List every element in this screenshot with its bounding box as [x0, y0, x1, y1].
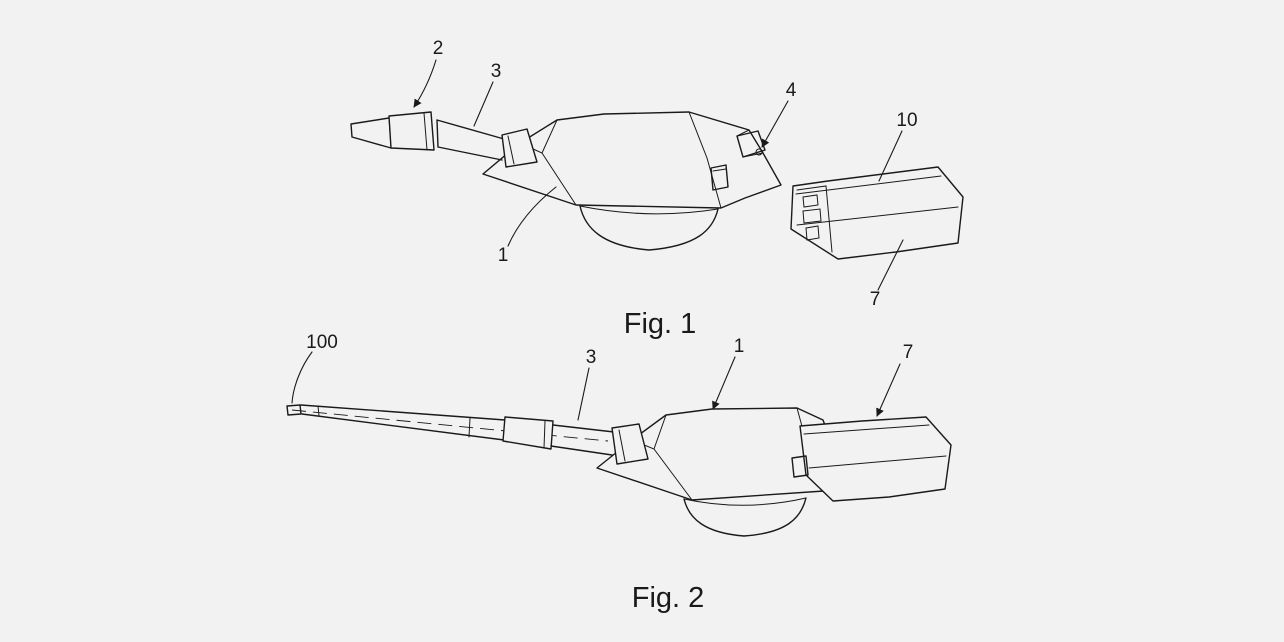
fig1-leader-ref1 — [507, 186, 557, 247]
fig2-turret-ring-skirt — [683, 497, 807, 537]
fig1-ref-label-10: 10 — [896, 110, 917, 131]
fig2-gun-barrel — [286, 404, 649, 465]
fig2-barrel-centerline — [291, 409, 609, 442]
fig2-leader-ref3 — [577, 367, 590, 421]
fig1-ref-label-4: 4 — [786, 80, 797, 101]
fig2-leader-ref7 — [876, 363, 901, 417]
fig1-ref-label-3: 3 — [491, 61, 502, 82]
fig2-leader-ref1 — [712, 356, 736, 410]
fig1-hatch-pin — [755, 148, 763, 156]
fig1-barrel-sleeve — [388, 111, 435, 151]
fig1-leader-ref10 — [878, 130, 903, 182]
fig2-connector-box — [791, 416, 952, 502]
fig1-leader-ref7 — [877, 239, 904, 291]
figure-2-drawing: 100 3 1 7 Fig. 2 — [286, 332, 952, 614]
fig1-leader-ref2 — [413, 59, 437, 108]
fig1-turret-ring-skirt — [579, 205, 719, 251]
fig1-gun-barrel — [350, 111, 538, 168]
fig1-caption: Fig. 1 — [624, 308, 697, 340]
fig1-connector-box — [790, 166, 964, 260]
fig2-barrel-mantlet — [611, 423, 649, 465]
fig1-ref-label-7: 7 — [870, 289, 881, 310]
fig2-barrel-sleeve — [502, 416, 554, 450]
fig1-connector-contacts — [802, 194, 822, 241]
fig2-leader-ref100 — [291, 351, 313, 404]
fig2-connector-tab — [791, 455, 809, 478]
figure-1-drawing: 2 3 4 10 1 7 Fig. 1 — [350, 38, 964, 340]
fig1-side-fitting — [710, 164, 729, 191]
fig2-ref-label-7: 7 — [903, 342, 914, 363]
fig2-caption: Fig. 2 — [632, 582, 705, 614]
fig2-ref-label-3: 3 — [586, 347, 597, 368]
fig2-ref-label-1: 1 — [734, 336, 745, 357]
fig1-barrel-mantlet — [501, 128, 538, 168]
fig1-leader-ref3 — [473, 81, 494, 127]
fig2-ref-label-100: 100 — [306, 332, 338, 353]
fig1-leader-ref4 — [761, 100, 789, 148]
fig1-rear-hatch — [736, 130, 766, 158]
fig1-turret-body — [482, 111, 782, 209]
fig1-ref-label-1: 1 — [498, 245, 509, 266]
fig1-ref-label-2: 2 — [433, 38, 444, 59]
fig2-muzzle-tip — [286, 404, 302, 416]
